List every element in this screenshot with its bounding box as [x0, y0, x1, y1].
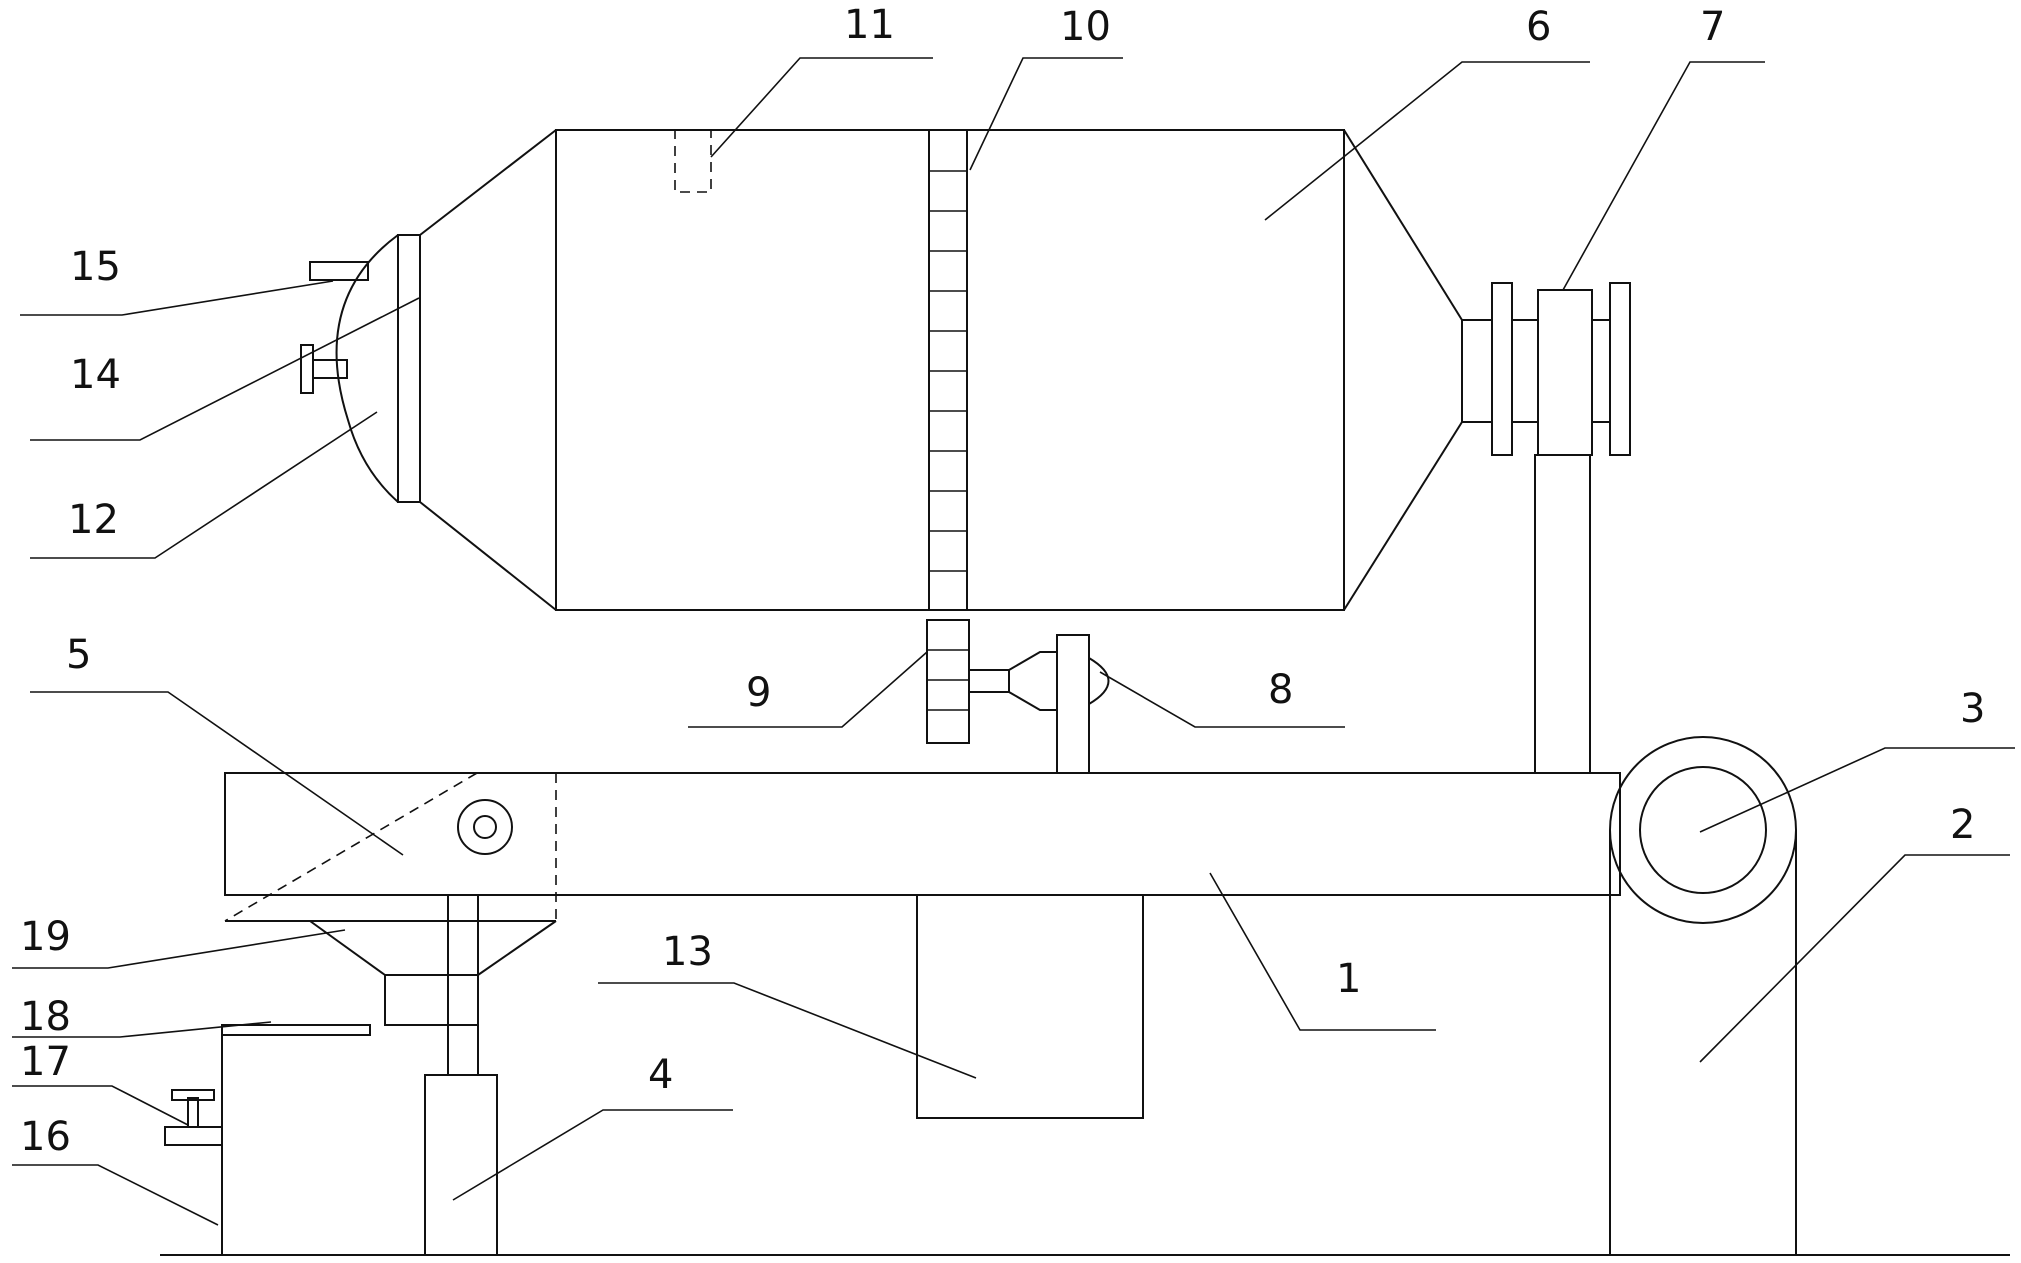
control-box: [916, 894, 1144, 1119]
label-3: 3: [1960, 686, 1985, 732]
label-19: 19: [20, 914, 71, 960]
left-flange: [397, 234, 421, 503]
hidden-inlet: [674, 129, 712, 193]
ring-gear-band: [928, 129, 968, 611]
top-nozzle: [309, 261, 369, 281]
label-6: 6: [1526, 4, 1551, 50]
label-11: 11: [844, 2, 895, 48]
pivot-inner: [473, 815, 497, 839]
leader-lines: [12, 57, 2015, 1226]
label-16: 16: [20, 1114, 71, 1160]
label-15: 15: [70, 244, 121, 290]
label-8: 8: [1268, 667, 1293, 713]
label-17: 17: [20, 1039, 71, 1085]
lift-cylinder: [424, 894, 498, 1256]
label-7: 7: [1700, 4, 1725, 50]
label-5: 5: [66, 632, 91, 678]
drive-motor: [968, 634, 1110, 774]
label-14: 14: [70, 352, 121, 398]
cap-valve-handle: [300, 344, 314, 394]
right-shaft-bearing: [1461, 282, 1631, 774]
label-9: 9: [746, 670, 771, 716]
collection-box: [164, 1024, 370, 1255]
label-12: 12: [68, 497, 119, 543]
right-support: [1609, 736, 1797, 1255]
label-1: 1: [1336, 956, 1361, 1002]
cap-valve-stem: [312, 359, 348, 379]
drive-pinion: [926, 619, 970, 744]
label-10: 10: [1060, 4, 1111, 50]
label-4: 4: [648, 1052, 673, 1098]
hidden-chute-edge: [224, 772, 478, 922]
label-13: 13: [662, 929, 713, 975]
dome-cap: [335, 234, 399, 503]
mixing-drum: [419, 129, 1463, 611]
label-2: 2: [1950, 802, 1975, 848]
pivot-outer: [457, 799, 513, 855]
label-18: 18: [20, 994, 71, 1040]
discharge-hopper: [221, 920, 557, 1036]
frame-beam: [224, 772, 1621, 896]
